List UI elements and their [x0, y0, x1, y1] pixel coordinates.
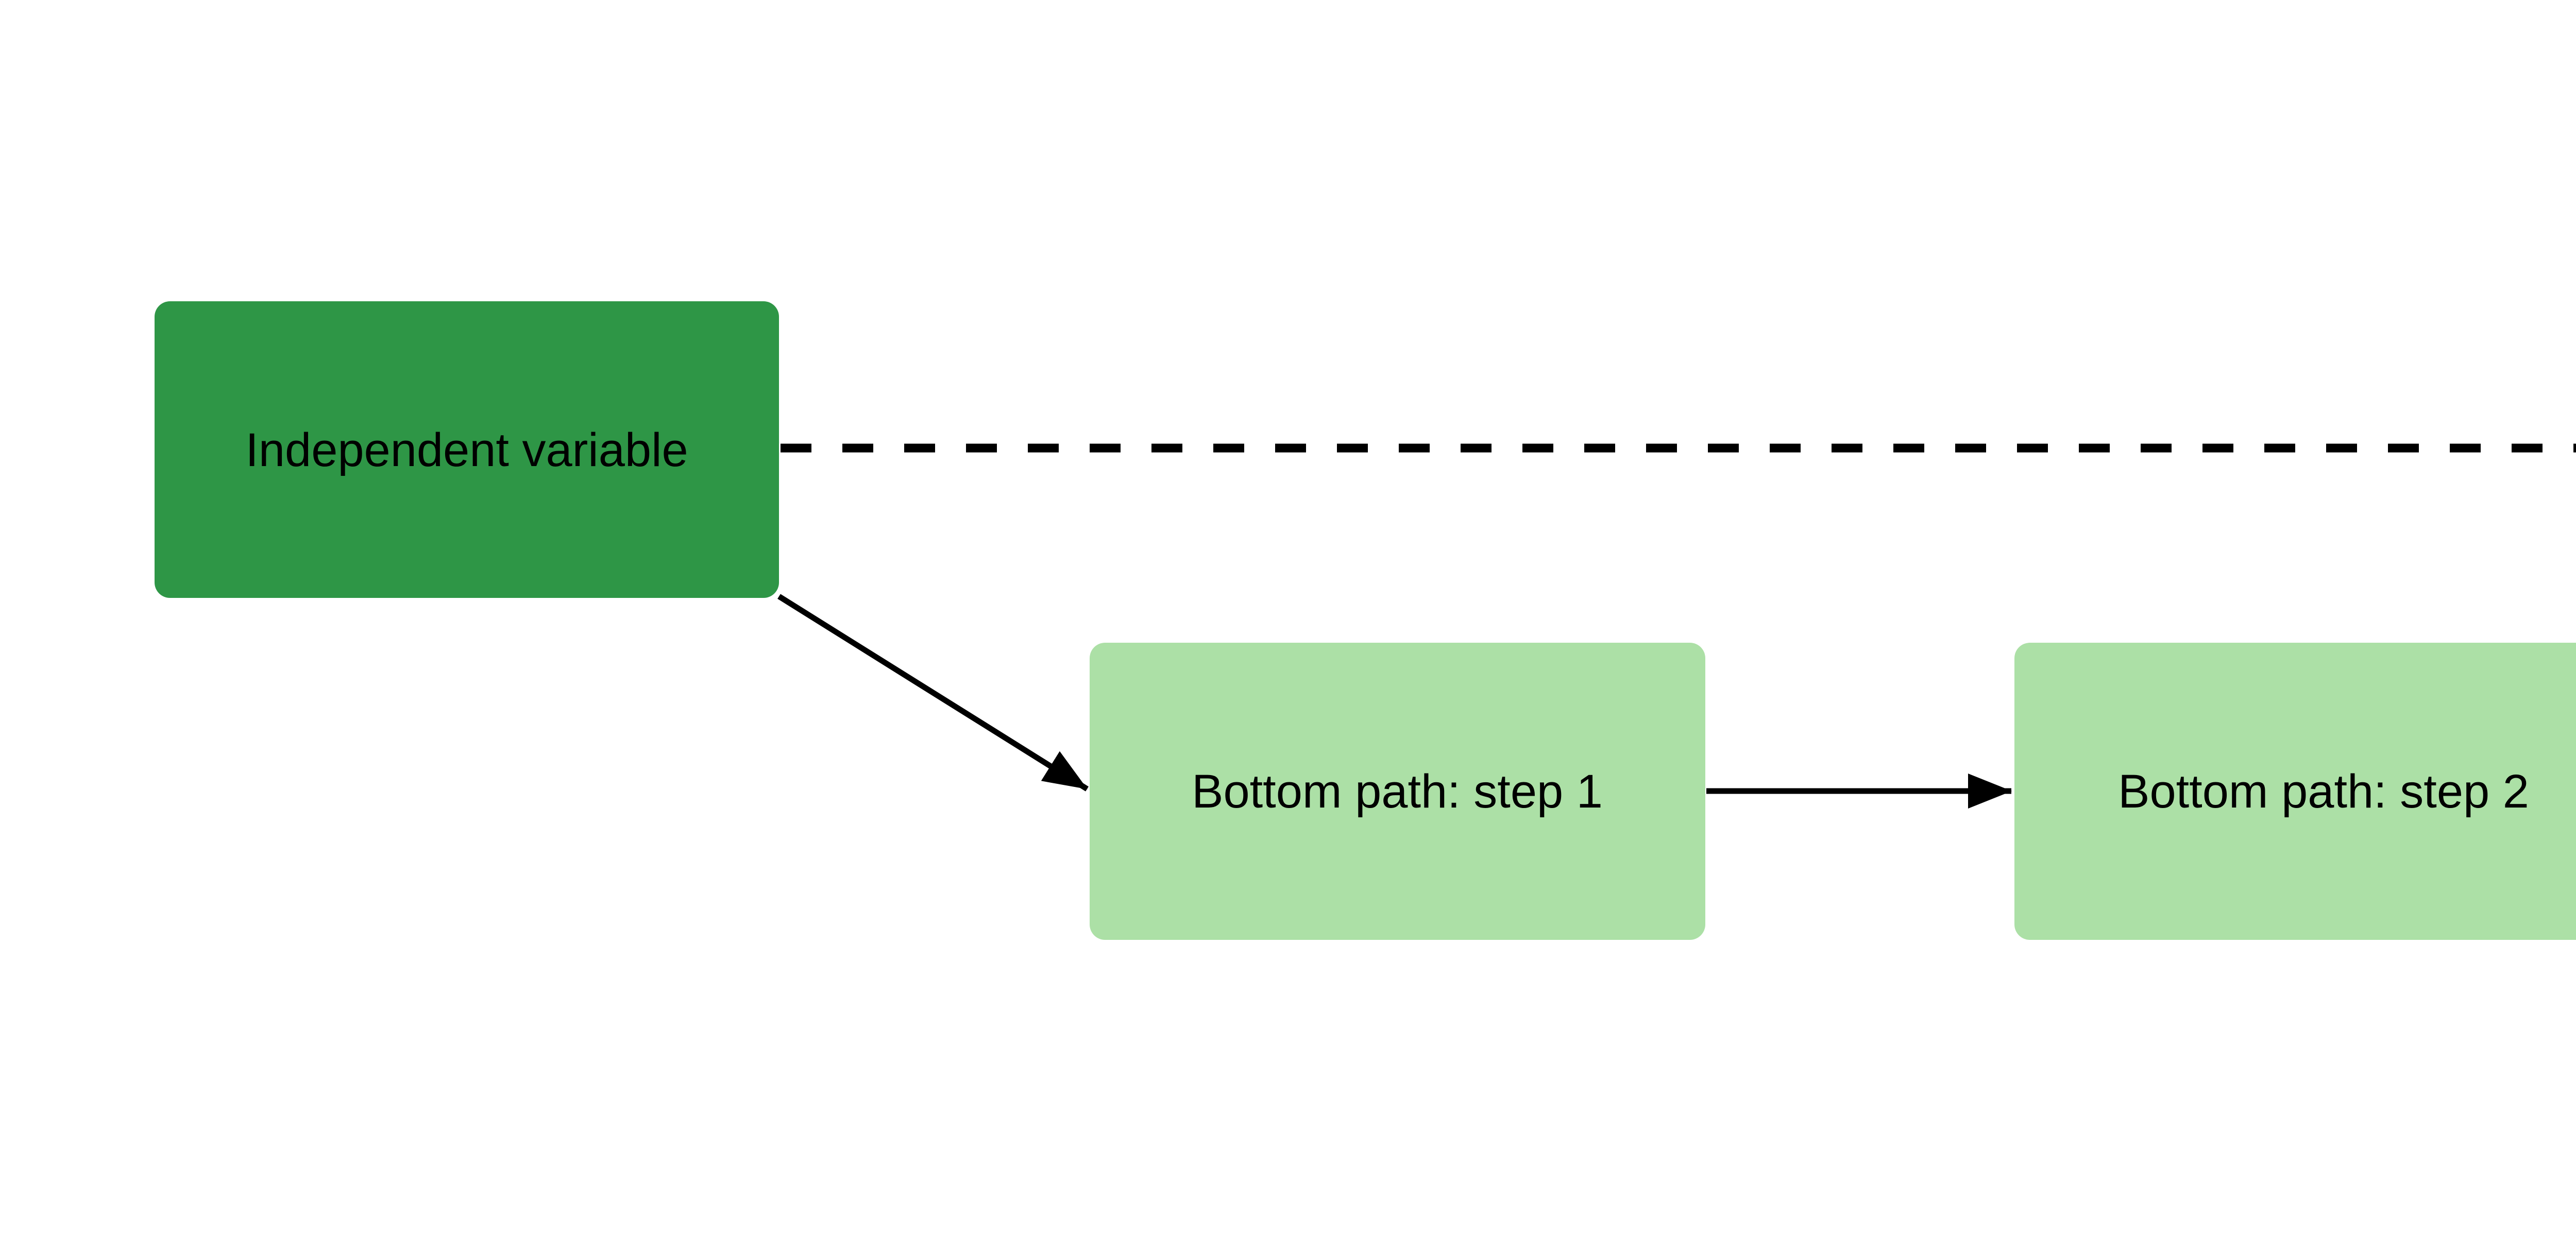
edge-independent-to-step1-arrow	[777, 594, 1089, 792]
node-bottom-path-step-2-label: Bottom path: step 2	[2118, 765, 2529, 818]
node-bottom-path-step-1-label: Bottom path: step 1	[1192, 765, 1603, 818]
node-bottom-path-step-2: Bottom path: step 2	[2014, 643, 2576, 940]
node-independent-variable: Independent variable	[155, 301, 779, 598]
node-bottom-path-step-1: Bottom path: step 1	[1090, 643, 1705, 940]
node-independent-variable-label: Independent variable	[245, 424, 688, 476]
node-bottom-path-step-2-box	[2014, 643, 2576, 940]
node-independent-variable-box	[155, 301, 779, 598]
node-bottom-path-step-1-box	[1090, 643, 1705, 940]
